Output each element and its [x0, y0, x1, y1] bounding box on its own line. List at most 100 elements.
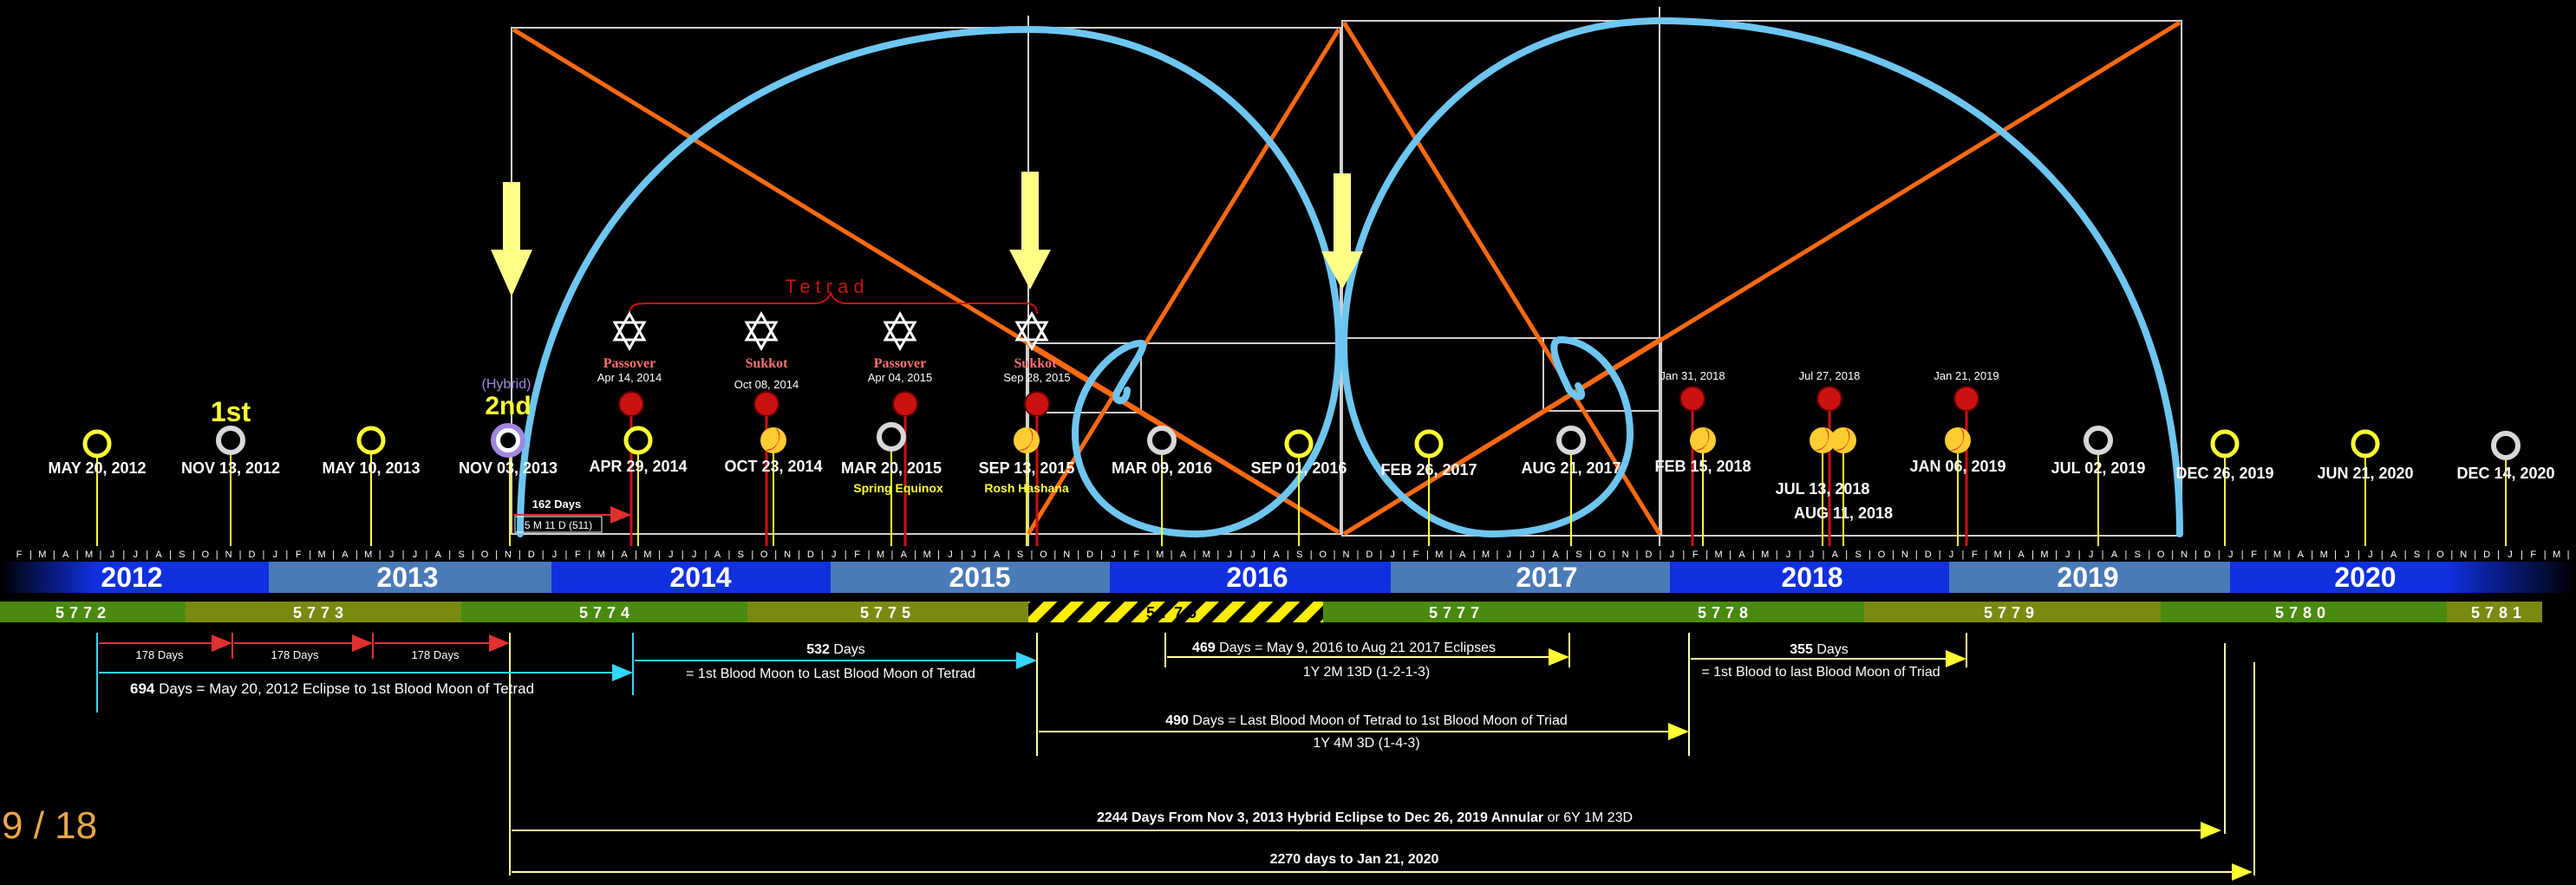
month-separator: |	[1403, 550, 1405, 560]
year-label: 2015	[949, 562, 1010, 593]
eclipse-date-label: DEC 26, 2019	[2175, 465, 2273, 482]
month-separator: |	[1822, 550, 1824, 560]
eclipse-date-label: MAR 09, 2016	[1112, 459, 1212, 477]
month-separator: |	[542, 550, 545, 560]
orange-triangles	[512, 20, 2181, 537]
hebrew-year-label: 5778	[1698, 604, 1753, 621]
month-separator: |	[2102, 550, 2104, 560]
eclipse-date-label: APR 29, 2014	[589, 458, 687, 475]
month-separator: |	[961, 550, 963, 560]
month-separator: |	[2148, 550, 2150, 560]
month-separator: |	[1845, 550, 1848, 560]
hebrew-year-label: 5779	[1984, 604, 2039, 621]
month-separator: |	[1426, 550, 1429, 560]
month-separator: |	[1053, 550, 1056, 560]
eclipse-date-label: SEP 01, 2016	[1251, 459, 1347, 477]
eclipse-date-label: JAN 06, 2019	[1909, 458, 2005, 475]
month-letter: D	[807, 550, 814, 560]
hebrew-year-label: 5776	[1146, 604, 1202, 621]
year-label: 2016	[1226, 562, 1288, 593]
month-letter: J	[1670, 550, 1675, 560]
month-letter: M	[877, 550, 884, 560]
year-label: 2012	[101, 562, 162, 593]
month-letter: M	[923, 550, 931, 560]
month-separator: |	[2334, 550, 2337, 560]
month-separator: |	[1752, 550, 1755, 560]
month-letter: S	[1855, 550, 1861, 560]
month-letter: J	[413, 550, 418, 560]
span-532-line2: = 1st Blood Moon to Last Blood Moon of T…	[686, 667, 975, 681]
hebrew-year-band: 5772 5773 5774 5775 5776 5777 5778 5779 …	[0, 602, 2542, 622]
month-letter: M	[317, 550, 325, 560]
total-eclipse-marker	[877, 422, 906, 452]
span-2244-tail: or 6Y 1M 23D	[1543, 810, 1633, 825]
month-separator: |	[1705, 550, 1708, 560]
month-letter: D	[1086, 550, 1093, 560]
month-letter: S	[1296, 550, 1302, 560]
month-separator: |	[1356, 550, 1359, 560]
eclipse-date-label: MAY 10, 2013	[322, 459, 420, 477]
span-355-line2: = 1st Blood to last Blood Moon of Triad	[1701, 665, 1940, 680]
month-separator: |	[1077, 550, 1079, 560]
feast-labels: Passover Apr 14, 2014 Sukkot Oct 08, 201…	[597, 356, 1071, 391]
month-letter: J	[1111, 550, 1116, 560]
month-separator: |	[937, 550, 940, 560]
month-separator: |	[448, 550, 451, 560]
tetrad-blood-moons	[618, 391, 1050, 589]
eclipse-date-label: AUG 21, 2017	[1521, 459, 1621, 477]
month-separator: |	[472, 550, 474, 560]
eclipse-date-label: MAY 20, 2012	[48, 459, 146, 477]
month-separator: |	[588, 550, 590, 560]
month-letter: A	[1832, 550, 1839, 560]
span-355: 355 Days = 1st Blood to last Blood Moon …	[1691, 642, 1966, 680]
month-separator: |	[53, 550, 55, 560]
month-separator: |	[2287, 550, 2290, 560]
month-separator: |	[1589, 550, 1592, 560]
month-separator: |	[1497, 550, 1499, 560]
month-letter: N	[784, 550, 791, 560]
month-separator: |	[1240, 550, 1242, 560]
span-162-detail: 5 M 11 D (511)	[525, 519, 592, 531]
first-marker-label: 1st	[211, 396, 251, 427]
hybrid-label: (Hybrid)	[482, 377, 532, 392]
month-letter: O	[1878, 550, 1886, 560]
month-separator: |	[1008, 550, 1010, 560]
month-letter: A	[1180, 550, 1187, 560]
month-separator: |	[262, 550, 264, 560]
eclipse-date-label: AUG 11, 2018	[1794, 504, 1893, 522]
svg-text:532 Days: 532 Days	[806, 642, 865, 657]
month-letter: J	[971, 550, 976, 560]
month-letter: N	[2181, 550, 2188, 560]
month-letter: O	[202, 550, 210, 560]
month-separator: |	[1450, 550, 1452, 560]
hebrew-year-label: 5774	[579, 604, 635, 621]
month-letter: A	[2111, 550, 2118, 560]
month-letter: J	[1227, 550, 1232, 560]
month-separator: |	[1799, 550, 1802, 560]
month-letter: M	[2040, 550, 2048, 560]
month-separator: |	[29, 550, 32, 560]
month-letter: O	[481, 550, 489, 560]
month-separator: |	[216, 550, 218, 560]
hebrew-year-label: 5781	[2471, 604, 2527, 621]
month-separator: |	[2358, 550, 2360, 560]
month-letter: F	[1133, 550, 1139, 560]
blood-moon	[1679, 386, 1705, 412]
star-of-david-icon	[744, 310, 779, 352]
month-letter: S	[179, 550, 185, 560]
month-separator: |	[1147, 550, 1150, 560]
month-letter: J	[1507, 550, 1512, 560]
month-separator: |	[1124, 550, 1126, 560]
span-355-value: 355	[1790, 642, 1813, 657]
solar-eclipse-marker	[2210, 429, 2240, 459]
month-letter: J	[1250, 550, 1255, 560]
total-eclipse-marker	[1147, 426, 1177, 455]
year-label: 2018	[1781, 562, 1842, 593]
month-separator: |	[402, 550, 405, 560]
year-label: 2019	[2057, 562, 2118, 593]
eclipse-date-label: MAR 20, 2015	[841, 459, 942, 477]
month-letter: M	[1156, 550, 1164, 560]
month-letter: M	[1994, 550, 2002, 560]
